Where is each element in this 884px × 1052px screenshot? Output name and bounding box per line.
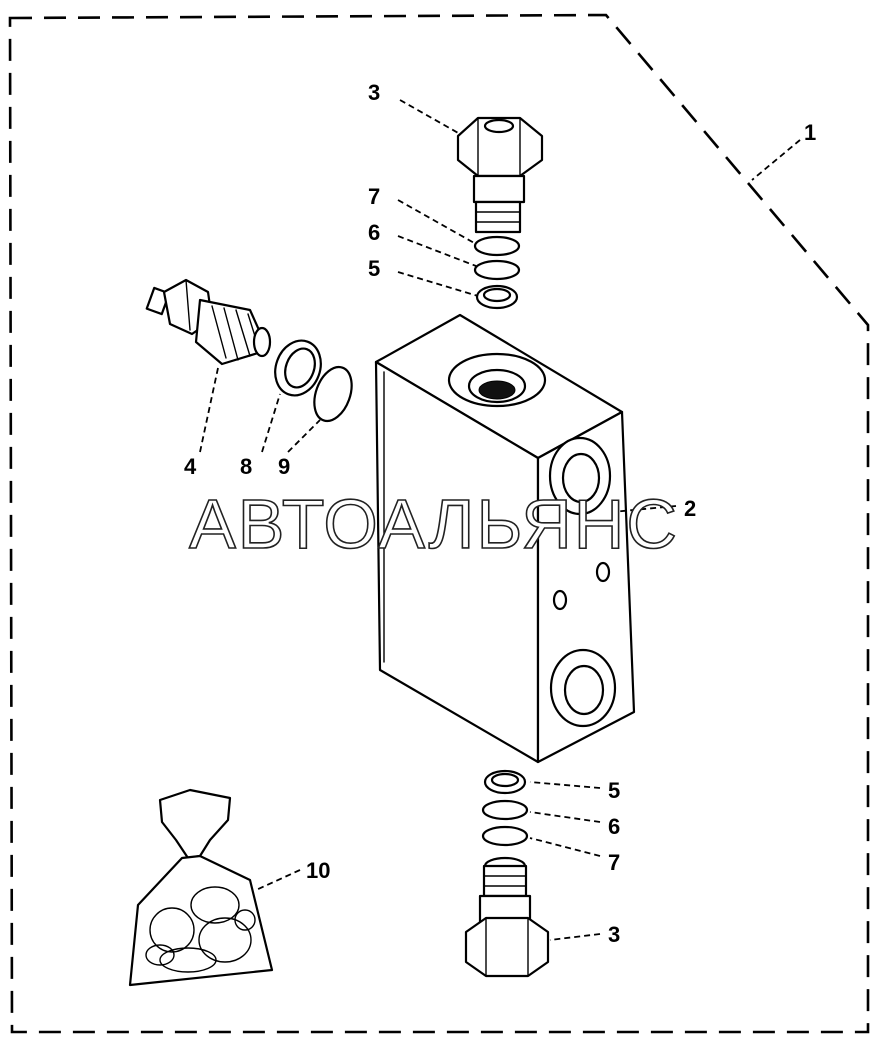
callout-10: 10 bbox=[306, 858, 330, 883]
plug-bottom bbox=[464, 856, 550, 978]
seal-kit-bag bbox=[128, 788, 274, 987]
callout-1: 1 bbox=[804, 120, 816, 145]
callout-2: 2 bbox=[684, 496, 696, 521]
callout-3-bottom: 3 bbox=[608, 922, 620, 947]
callout-4: 4 bbox=[184, 454, 197, 479]
backup-ring-8 bbox=[274, 339, 322, 397]
callout-5-top: 5 bbox=[368, 256, 380, 281]
o-ring-7-top bbox=[473, 235, 521, 257]
callout-8: 8 bbox=[240, 454, 252, 479]
backup-ring-5-bottom bbox=[483, 769, 527, 795]
relief-valve-cartridge bbox=[145, 278, 272, 366]
callout-9: 9 bbox=[278, 454, 290, 479]
callout-3-top: 3 bbox=[368, 80, 380, 105]
callout-5-bottom: 5 bbox=[608, 778, 620, 803]
callout-6-top: 6 bbox=[368, 220, 380, 245]
callout-7-top: 7 bbox=[368, 184, 380, 209]
o-ring-9 bbox=[313, 365, 353, 423]
o-ring-6-top bbox=[473, 259, 521, 281]
callout-7-bottom: 7 bbox=[608, 850, 620, 875]
plug-top bbox=[456, 116, 544, 234]
assembly-boundary bbox=[8, 13, 870, 1034]
callout-6-bottom: 6 bbox=[608, 814, 620, 839]
o-ring-7-bottom bbox=[481, 825, 529, 847]
valve-body bbox=[374, 313, 636, 764]
watermark-text: АВТОАЛЬЯНС bbox=[189, 485, 679, 563]
leader-lines bbox=[199, 99, 801, 941]
backup-ring-5-top bbox=[475, 284, 519, 310]
o-ring-6-bottom bbox=[481, 799, 529, 821]
